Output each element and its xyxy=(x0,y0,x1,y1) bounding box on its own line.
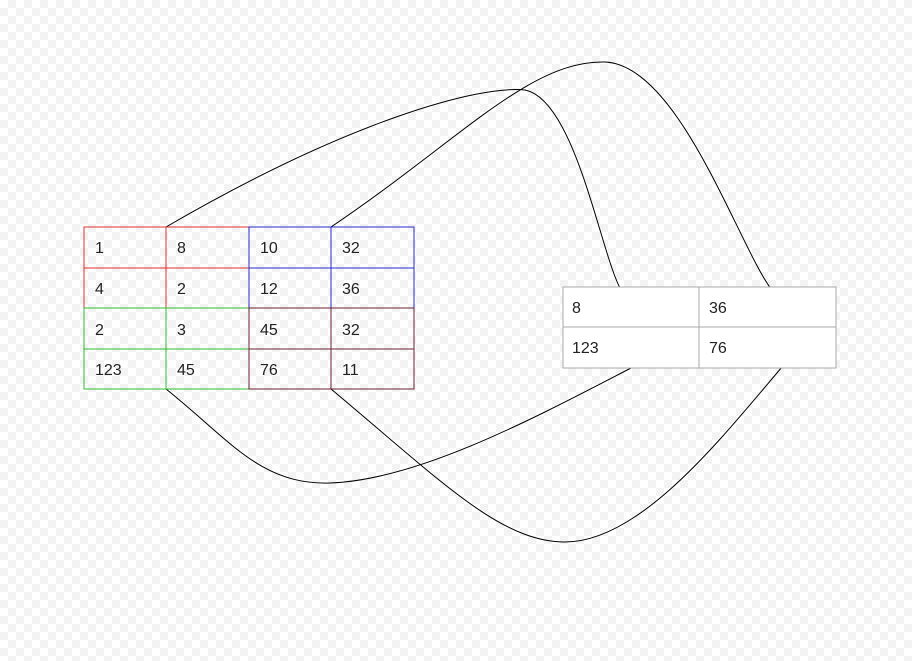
block-bottom-right xyxy=(248,307,415,390)
source-cell: 2 xyxy=(95,322,104,339)
source-cell: 11 xyxy=(342,362,359,379)
source-cell: 45 xyxy=(260,322,278,339)
block-top-left xyxy=(83,226,250,309)
source-cell: 8 xyxy=(177,240,186,257)
result-matrix: 8 36 123 76 xyxy=(562,286,837,369)
source-cell: 76 xyxy=(260,362,278,379)
source-cell: 123 xyxy=(95,362,122,379)
source-cell: 45 xyxy=(177,362,195,379)
connector-76-bottom-right-max xyxy=(330,366,783,543)
source-cell: 3 xyxy=(177,322,186,339)
source-cell: 36 xyxy=(342,281,360,298)
result-cell: 36 xyxy=(709,300,727,317)
result-cell: 8 xyxy=(572,300,581,317)
source-cell: 10 xyxy=(260,240,278,257)
connector-36-top-right-max xyxy=(330,61,773,291)
source-cell: 2 xyxy=(177,281,186,298)
source-cell: 1 xyxy=(95,240,104,257)
connector-8-top-left-max xyxy=(165,89,621,289)
result-cell: 123 xyxy=(572,340,599,357)
source-cell: 4 xyxy=(95,281,104,298)
source-cell: 32 xyxy=(342,322,360,339)
source-cell: 12 xyxy=(260,281,278,298)
connectors xyxy=(165,61,783,543)
source-cell: 32 xyxy=(342,240,360,257)
connector-123-bottom-left-max xyxy=(165,366,634,484)
source-matrix: 1 8 10 32 4 2 12 36 2 3 45 32 123 45 76 … xyxy=(83,226,415,390)
result-cell: 76 xyxy=(709,340,727,357)
